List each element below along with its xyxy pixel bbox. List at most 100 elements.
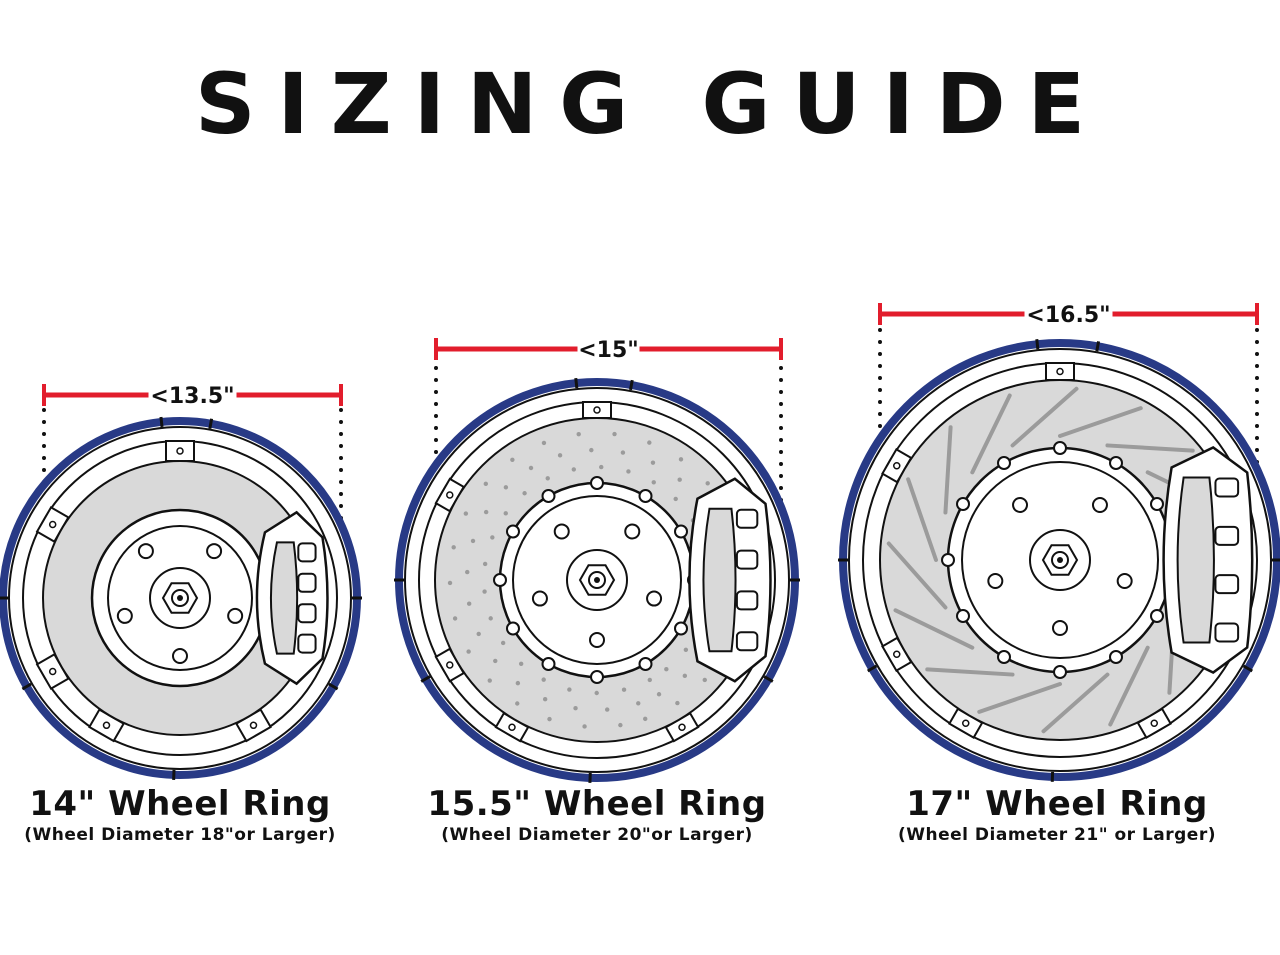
- hub-rim-bolt: [638, 488, 653, 503]
- ring-joint: [420, 675, 431, 683]
- drill-hole: [594, 690, 599, 696]
- ring-joint: [629, 379, 634, 391]
- drill-hole: [510, 457, 515, 463]
- drill-hole: [488, 616, 493, 621]
- rotor-slot: [943, 425, 953, 515]
- bracket-bolt: [508, 723, 516, 731]
- caliper-icon: [255, 510, 329, 686]
- drill-hole: [573, 706, 578, 711]
- ring-joint: [208, 418, 214, 429]
- bracket-bolt: [1056, 367, 1064, 376]
- drill-hole: [702, 677, 707, 683]
- bracket-bolt: [249, 721, 258, 730]
- hub-rim-bolt: [590, 476, 604, 490]
- hub-rim-bolt: [1149, 497, 1164, 511]
- drill-hole: [541, 440, 547, 446]
- lug-hole: [1012, 496, 1029, 513]
- drill-hole: [604, 707, 610, 712]
- bracket-bolt: [176, 447, 184, 455]
- lug-hole: [137, 543, 154, 560]
- drill-hole: [626, 469, 631, 474]
- drill-hole: [678, 457, 684, 462]
- drill-hole: [621, 687, 627, 692]
- drill-hole: [483, 509, 489, 515]
- hub-rim-bolt: [997, 649, 1011, 664]
- lug-hole: [624, 523, 641, 540]
- drill-hole: [576, 431, 581, 437]
- ring-joint: [1095, 341, 1101, 352]
- hub-rim-bolt: [1149, 609, 1164, 623]
- hub-rim-bolt: [505, 524, 520, 539]
- bracket-bolt: [446, 661, 454, 669]
- wheel-ring-icon: <16.5": [838, 303, 1280, 782]
- lug-hole: [553, 523, 570, 540]
- rotor-slot: [886, 541, 948, 610]
- lug-hole: [172, 648, 188, 664]
- ring-label-17: 17" Wheel Ring (Wheel Diameter 21" or La…: [857, 784, 1257, 846]
- axle-dot: [177, 595, 183, 601]
- drill-hole: [650, 460, 656, 465]
- bracket-bolt: [893, 462, 901, 470]
- bracket-bolt: [48, 520, 57, 529]
- ring-label-15-5: 15.5" Wheel Ring (Wheel Diameter 20"or L…: [397, 784, 797, 846]
- dimension-label: <13.5": [150, 384, 234, 409]
- ring-joint: [1242, 664, 1254, 673]
- drill-hole: [503, 485, 509, 490]
- drill-hole: [470, 538, 476, 544]
- hub-rim-bolt: [941, 553, 955, 567]
- ring-subtitle: (Wheel Diameter 21" or Larger): [898, 825, 1216, 845]
- drill-hole: [547, 716, 552, 722]
- caliper-piston: [297, 572, 317, 593]
- drill-hole: [620, 450, 626, 455]
- drill-hole: [476, 631, 481, 637]
- outer-ring-edge: [8, 426, 352, 770]
- drill-hole: [589, 447, 594, 453]
- ring-joint: [159, 416, 164, 428]
- lug-hole: [227, 607, 244, 624]
- ring-joint: [21, 682, 32, 691]
- drill-hole: [618, 722, 623, 728]
- drill-hole: [451, 545, 456, 550]
- caliper-piston: [735, 590, 759, 611]
- drill-hole: [482, 589, 487, 594]
- rotor-slot: [1108, 645, 1150, 727]
- dimension-line: <16.5": [878, 303, 1259, 542]
- rotor-slot: [1010, 386, 1079, 448]
- caliper-pad: [269, 541, 299, 655]
- ring-subtitle: (Wheel Diameter 20"or Larger): [441, 825, 753, 845]
- lug-hole: [589, 632, 605, 648]
- ring-subtitle: (Wheel Diameter 18"or Larger): [24, 825, 336, 845]
- caliper-icon: [1162, 446, 1254, 674]
- hub-rim-bolt: [590, 670, 604, 684]
- caliper-piston: [297, 603, 317, 624]
- bracket-bolt: [446, 491, 454, 499]
- drill-hole: [466, 649, 471, 654]
- caliper-piston: [297, 542, 317, 563]
- drill-hole: [528, 465, 534, 471]
- drill-hole: [567, 687, 572, 692]
- drill-hole: [643, 716, 648, 722]
- drill-hole: [647, 440, 652, 445]
- rotor-slot: [1058, 406, 1143, 438]
- lug-hole: [531, 590, 548, 607]
- rotor-slot: [906, 477, 938, 562]
- lug-hole: [1091, 496, 1108, 513]
- bracket-bolt: [48, 667, 57, 676]
- drill-hole: [463, 511, 469, 516]
- drill-hole: [493, 658, 498, 664]
- caliper-piston: [1214, 525, 1240, 546]
- ring-joint: [574, 377, 579, 389]
- hub-rim-bolt: [505, 621, 520, 636]
- rotor-slot: [1105, 443, 1195, 453]
- ring-name: 14" Wheel Ring: [29, 784, 331, 824]
- hub-rim-bolt: [1053, 441, 1067, 455]
- lug-hole: [1052, 620, 1068, 636]
- bracket-bolt: [593, 406, 601, 414]
- drill-hole: [612, 431, 617, 437]
- drill-hole: [482, 561, 488, 567]
- lug-hole: [1116, 573, 1133, 590]
- drill-hole: [647, 677, 652, 683]
- drill-hole: [677, 477, 682, 482]
- hub-rim-bolt: [674, 524, 689, 539]
